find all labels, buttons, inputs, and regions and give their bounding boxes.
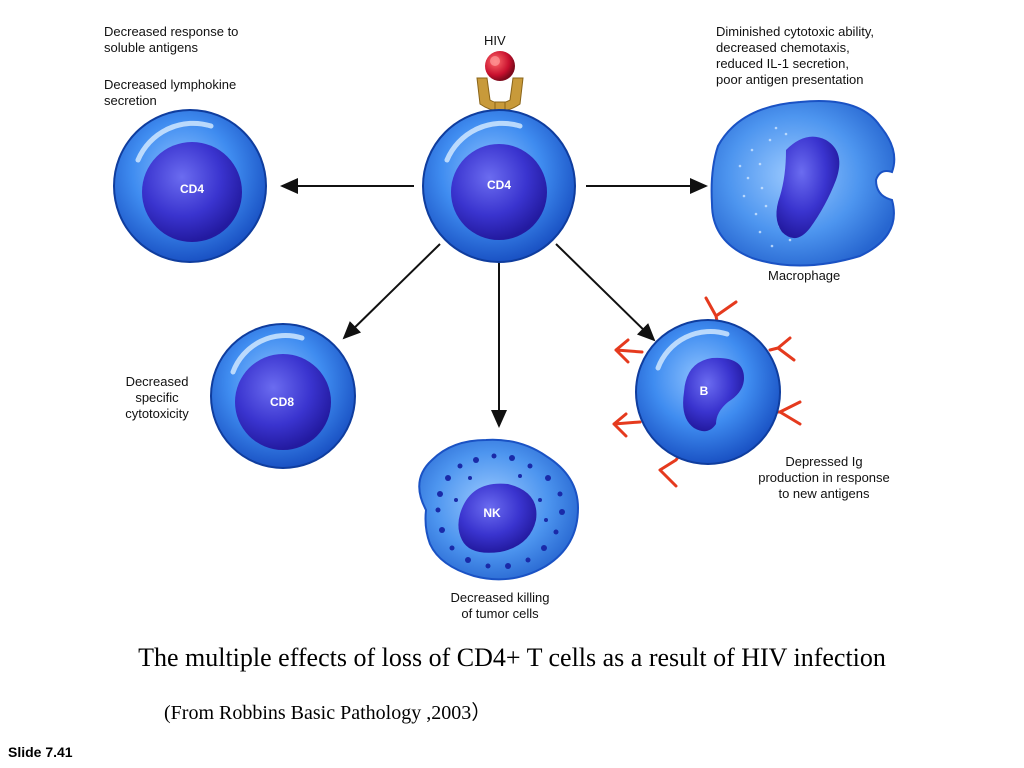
cd4-lymphokine-label: Decreased lymphokine secretion: [104, 77, 237, 108]
arrow-to-b-cell: [555, 243, 656, 342]
nk-cell: [418, 438, 580, 581]
cd8-effects-label: Decreased specific cytotoxicity: [125, 374, 189, 421]
cd8-label: CD8: [269, 395, 294, 409]
arrow-to-cd8: [342, 243, 441, 340]
figure-source: (From Robbins Basic Pathology ,2003）: [164, 702, 492, 724]
nk-label: NK: [483, 506, 501, 520]
figure-caption: The multiple effects of loss of CD4+ T c…: [138, 643, 886, 672]
cd4-center-cell: [422, 109, 576, 263]
b-cell: [612, 296, 802, 488]
macrophage-cell: [710, 100, 896, 267]
b-effects-label: Depressed Ig production in response to n…: [758, 454, 890, 501]
cd4-center-label: CD4: [486, 178, 511, 192]
nk-granules: [435, 453, 565, 569]
macrophage-label: Macrophage: [768, 268, 841, 283]
macrophage-effects-label: Diminished cytotoxic ability, decreased …: [716, 24, 874, 87]
b-label: B: [699, 384, 709, 398]
cd4-response-label: Decreased response to soluble antigens: [104, 24, 239, 55]
hiv-particle-icon: [485, 51, 515, 81]
slide-number: Slide 7.41: [8, 744, 73, 760]
hiv-cd4-effects-diagram: [113, 51, 896, 581]
arrows: [280, 178, 708, 428]
cd4-left-cell: [113, 109, 267, 263]
nk-effects-label: Decreased killing of tumor cells: [450, 590, 550, 621]
cd8-cell: [210, 323, 356, 469]
hiv-virus-icon: [476, 51, 524, 123]
hiv-label: HIV: [484, 33, 506, 48]
cd4-left-label: CD4: [179, 182, 204, 196]
